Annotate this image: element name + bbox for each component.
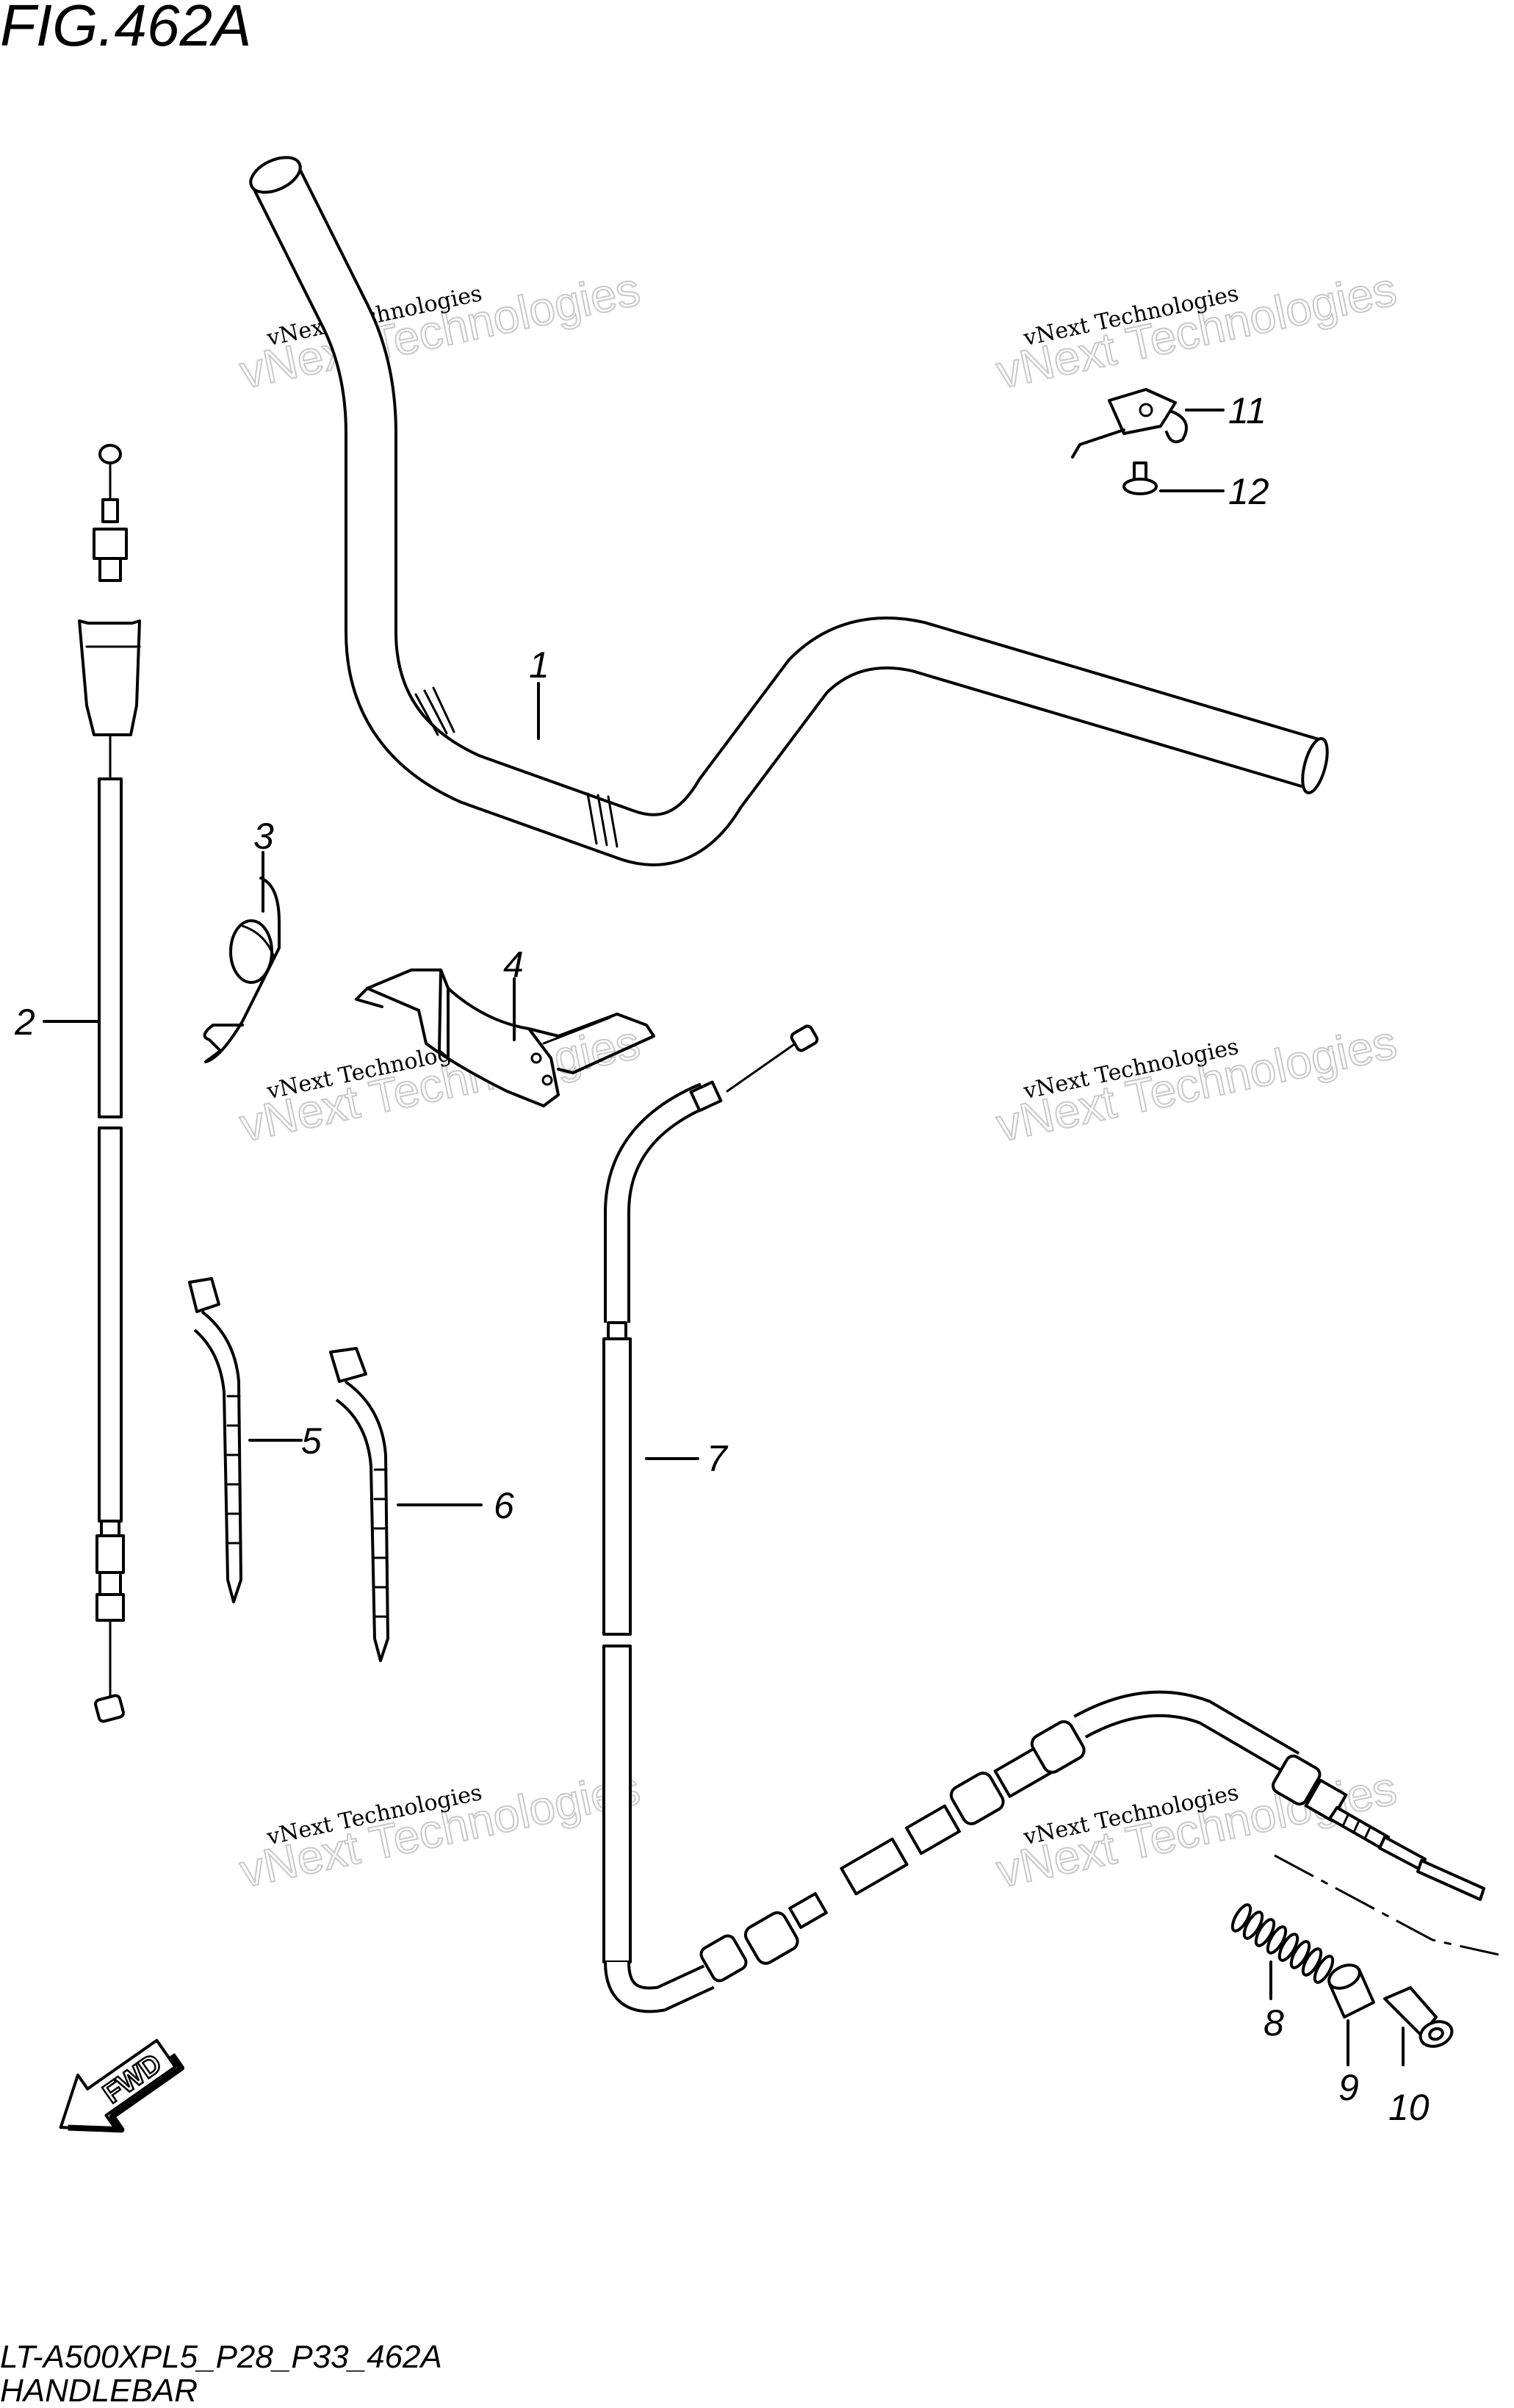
section-name: HANDLEBAR	[0, 2373, 198, 2408]
part-4-bracket	[355, 968, 655, 1107]
fwd-arrow: FWD	[59, 2038, 184, 2133]
part-11-switch-bracket	[1071, 388, 1225, 459]
callout-4: 4	[503, 944, 524, 985]
callout-3: 3	[253, 816, 274, 857]
part-7-brake-cable	[602, 1024, 1485, 2013]
callout-2: 2	[14, 1002, 35, 1043]
callout-10: 10	[1388, 2087, 1430, 2128]
part-10-pin	[1383, 1986, 1454, 2066]
callout-11: 11	[1228, 390, 1266, 431]
dashed-leader	[1274, 1854, 1499, 1956]
callout-1: 1	[529, 644, 549, 686]
part-1-handlebar	[249, 156, 1329, 866]
callout-9: 9	[1338, 2067, 1359, 2108]
callout-6: 6	[494, 1485, 514, 1526]
part-5-cable-tie	[188, 1277, 303, 1603]
part-3-clip	[203, 851, 281, 1063]
part-6-cable-tie	[329, 1347, 483, 1662]
part-2-throttle-cable	[43, 444, 141, 1723]
callout-5: 5	[301, 1420, 322, 1462]
callout-12: 12	[1228, 471, 1269, 512]
callout-7: 7	[707, 1438, 729, 1479]
part-9-collar	[1327, 1963, 1375, 2066]
callout-8: 8	[1264, 2002, 1284, 2044]
model-code: LT-A500XPL5_P28_P33_462A	[0, 2339, 442, 2375]
callout-labels: 1 2 3 4 5 6 7 8 9 10 11 12	[14, 390, 1430, 2128]
part-8-spring	[1230, 1903, 1335, 2000]
part-12-screw	[1122, 461, 1225, 495]
watermark: vNext Technologies vNext Technologies vN…	[234, 262, 1402, 1899]
figure-title: FIG.462A	[0, 0, 251, 58]
